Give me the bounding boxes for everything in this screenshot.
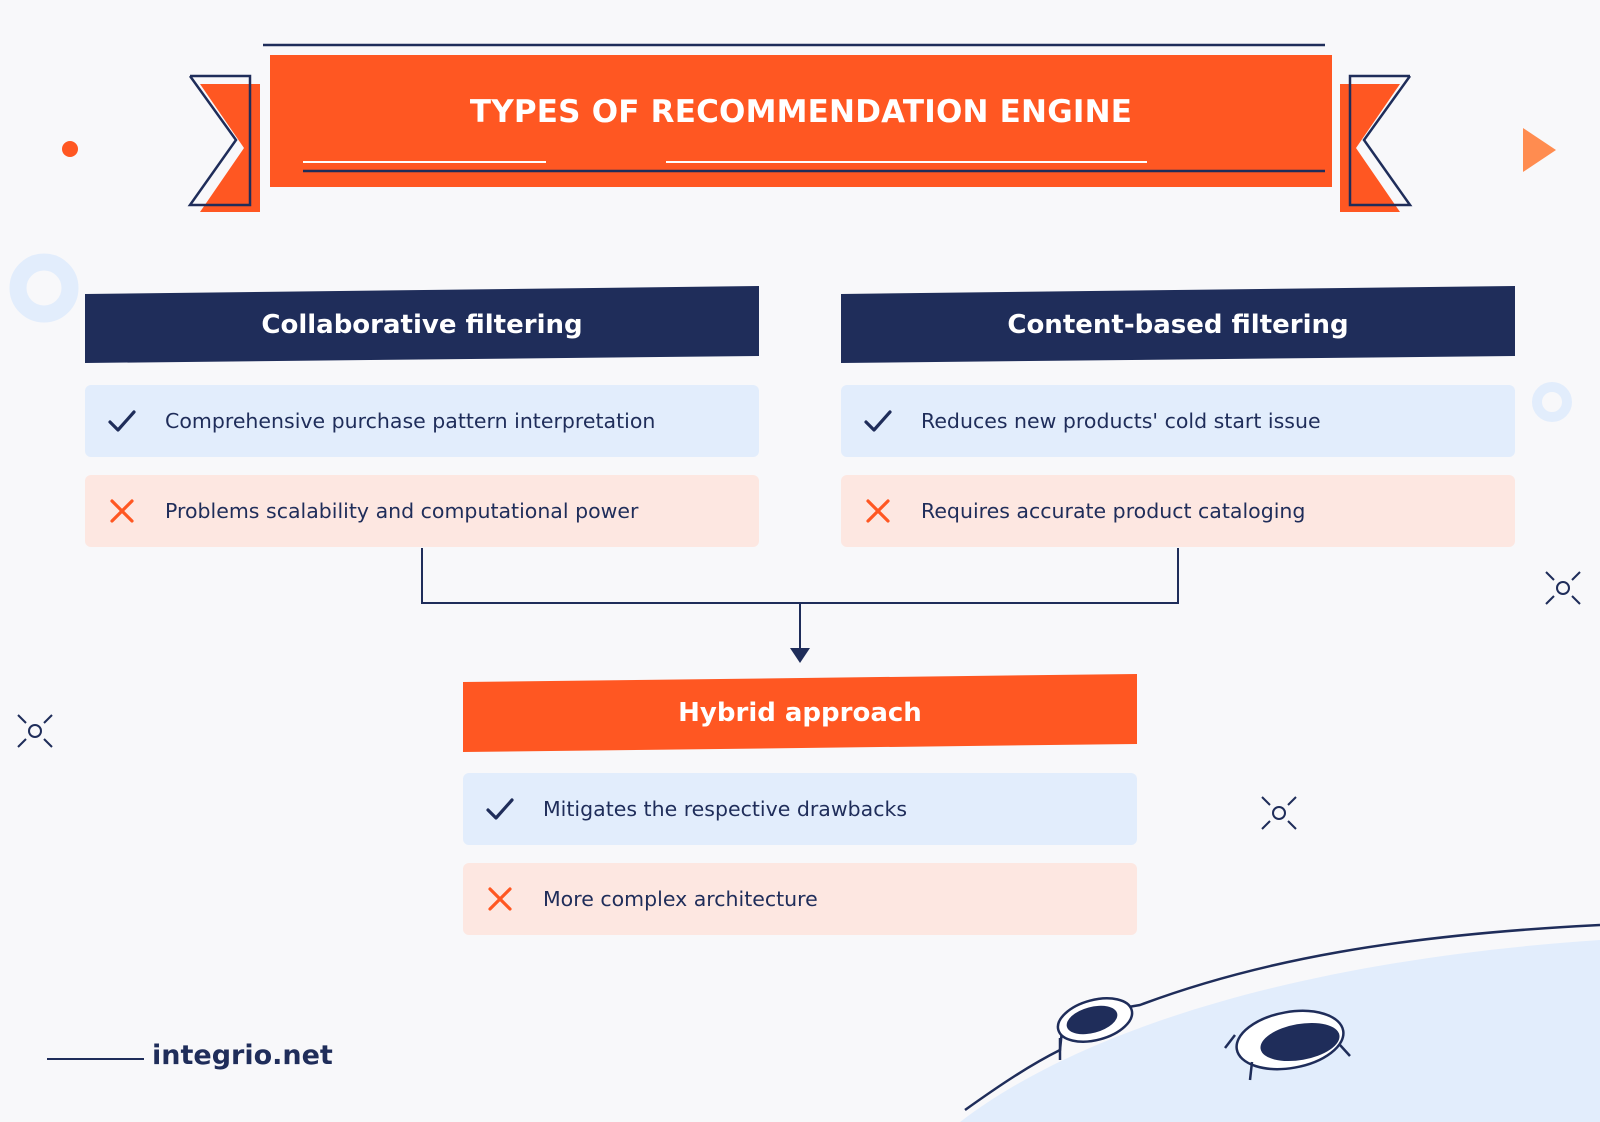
- corner-blob-outline: [964, 923, 1600, 1112]
- creature-eyes-decor: [1056, 997, 1351, 1081]
- header-shape-hybrid: [463, 674, 1137, 752]
- ring-right: [1532, 382, 1572, 422]
- title-ribbon: [187, 43, 1413, 212]
- header-content-based-filtering: Content-based filtering: [841, 289, 1515, 361]
- orange-dot: [62, 141, 78, 157]
- con-row-content-based: Requires accurate product cataloging: [841, 475, 1515, 547]
- header-shape-left: [85, 286, 759, 363]
- connector-arrows: [421, 548, 1179, 650]
- con-text: Requires accurate product cataloging: [921, 499, 1306, 523]
- pro-text: Mitigates the respective drawbacks: [543, 797, 908, 821]
- page-title: TYPES OF RECOMMENDATION ENGINE: [469, 94, 1133, 130]
- header-label: Content-based filtering: [1007, 310, 1349, 340]
- play-triangle: [1523, 128, 1556, 172]
- cross-icon: [859, 492, 897, 530]
- con-row-hybrid: More complex architecture: [463, 863, 1137, 935]
- cross-icon: [481, 880, 519, 918]
- checkmark-icon: [481, 790, 519, 828]
- pro-row-hybrid: Mitigates the respective drawbacks: [463, 773, 1137, 845]
- checkmark-icon: [103, 402, 141, 440]
- checkmark-icon: [859, 402, 897, 440]
- pro-text: Reduces new products' cold start issue: [921, 409, 1321, 433]
- sparkle-right: [1545, 571, 1581, 605]
- pro-text: Comprehensive purchase pattern interpret…: [165, 409, 656, 433]
- con-text: More complex architecture: [543, 887, 818, 911]
- cross-icon: [103, 492, 141, 530]
- header-label: Hybrid approach: [678, 698, 922, 728]
- sparkle-left: [17, 714, 53, 748]
- sparkle-middle: [1261, 796, 1297, 830]
- pro-row-collaborative: Comprehensive purchase pattern interpret…: [85, 385, 759, 457]
- ring-left: [9, 253, 79, 323]
- brand-logo-text: integrio.net: [152, 1040, 333, 1071]
- pro-row-content-based: Reduces new products' cold start issue: [841, 385, 1515, 457]
- con-text: Problems scalability and computational p…: [165, 499, 639, 523]
- header-hybrid-approach: Hybrid approach: [463, 677, 1137, 749]
- header-shape-right: [841, 286, 1515, 363]
- header-collaborative-filtering: Collaborative filtering: [85, 289, 759, 361]
- header-label: Collaborative filtering: [261, 310, 583, 340]
- arrow-head: [790, 648, 810, 663]
- con-row-collaborative: Problems scalability and computational p…: [85, 475, 759, 547]
